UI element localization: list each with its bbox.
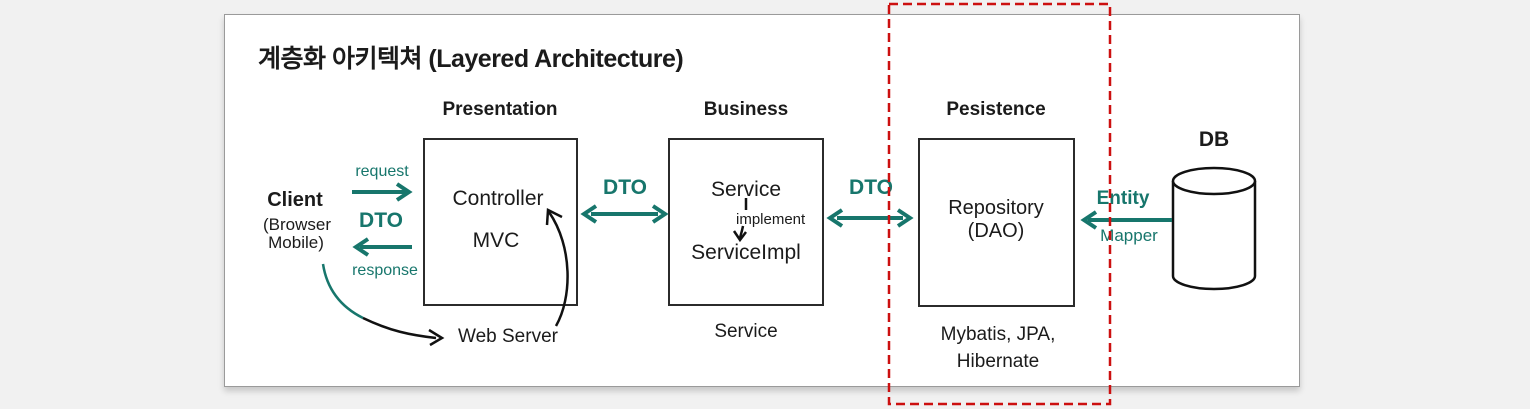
business-box [668,138,824,306]
dto-presentation-business-label: DTO [603,176,647,199]
mapper-label: Mapper [1100,226,1158,245]
service-caption: Service [714,321,778,342]
service-interface-label: Service [710,178,782,201]
request-label: request [355,163,409,180]
serviceimpl-label: ServiceImpl [691,241,801,264]
mybatis-jpa-caption: Mybatis, JPA, [940,324,1056,345]
dto-business-persistence-label: DTO [849,176,893,199]
implement-label: implement [736,211,806,228]
client-detail-browser: (Browser [262,215,332,234]
client-label: Client [267,189,323,211]
response-label: response [352,262,418,279]
persistence-layer-header: Pesistence [946,99,1046,120]
presentation-layer-header: Presentation [442,99,558,120]
db-label: DB [1198,128,1230,151]
mvc-label: MVC [472,229,520,252]
presentation-box [423,138,578,306]
web-server-caption: Web Server [458,326,558,347]
dao-label: (DAO) [967,220,1025,242]
controller-label: Controller [452,187,544,210]
entity-label: Entity [1096,188,1150,209]
diagram-title: 계층화 아키텍쳐 (Layered Architecture) [258,45,684,73]
hibernate-caption: Hibernate [956,351,1040,372]
client-detail-mobile: Mobile) [268,233,324,252]
business-layer-header: Business [703,99,789,120]
dto-client-label: DTO [359,209,403,232]
repository-label: Repository [948,197,1044,219]
